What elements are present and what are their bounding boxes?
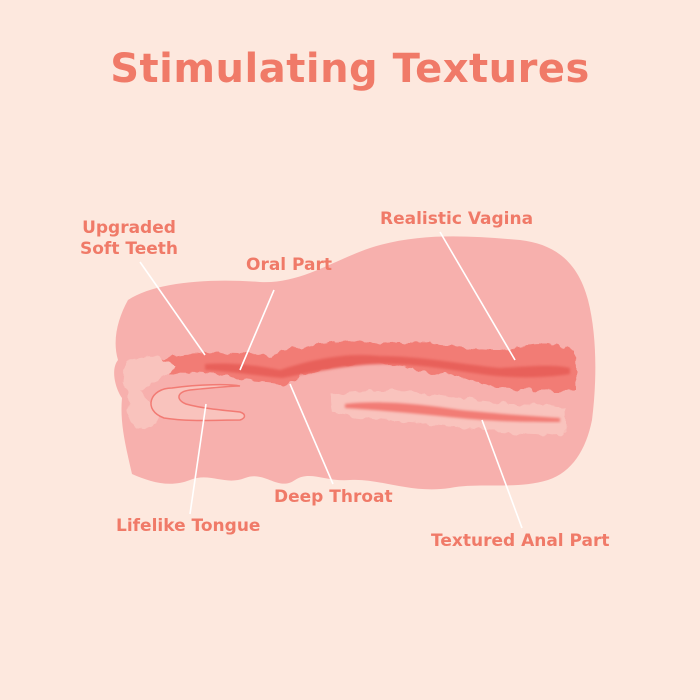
mouth-texture (122, 356, 175, 428)
leader-soft-teeth (139, 261, 206, 356)
label-lifelike-tongue: Lifelike Tongue (116, 516, 261, 536)
leader-textured-anal (481, 419, 523, 529)
label-soft-teeth: Upgraded Soft Teeth (80, 218, 178, 259)
label-deep-throat: Deep Throat (274, 487, 393, 507)
leader-lifelike-tongue (189, 403, 207, 515)
label-realistic-vagina: Realistic Vagina (380, 209, 534, 229)
leader-oral-part (239, 289, 275, 371)
leader-lines (139, 231, 523, 529)
leader-deep-throat (289, 383, 334, 485)
lower-channel-lumen (345, 402, 560, 422)
upper-channel-texture (150, 341, 576, 391)
lower-channel (330, 389, 566, 435)
mouth-region (122, 356, 246, 428)
tongue-shape (150, 383, 246, 422)
page-title: Stimulating Textures (110, 46, 590, 92)
label-textured-anal: Textured Anal Part (431, 531, 610, 551)
upper-channel (150, 341, 576, 391)
upper-channel-lumen (205, 354, 570, 378)
label-oral-part: Oral Part (246, 255, 333, 275)
leader-realistic-vagina (439, 231, 516, 361)
